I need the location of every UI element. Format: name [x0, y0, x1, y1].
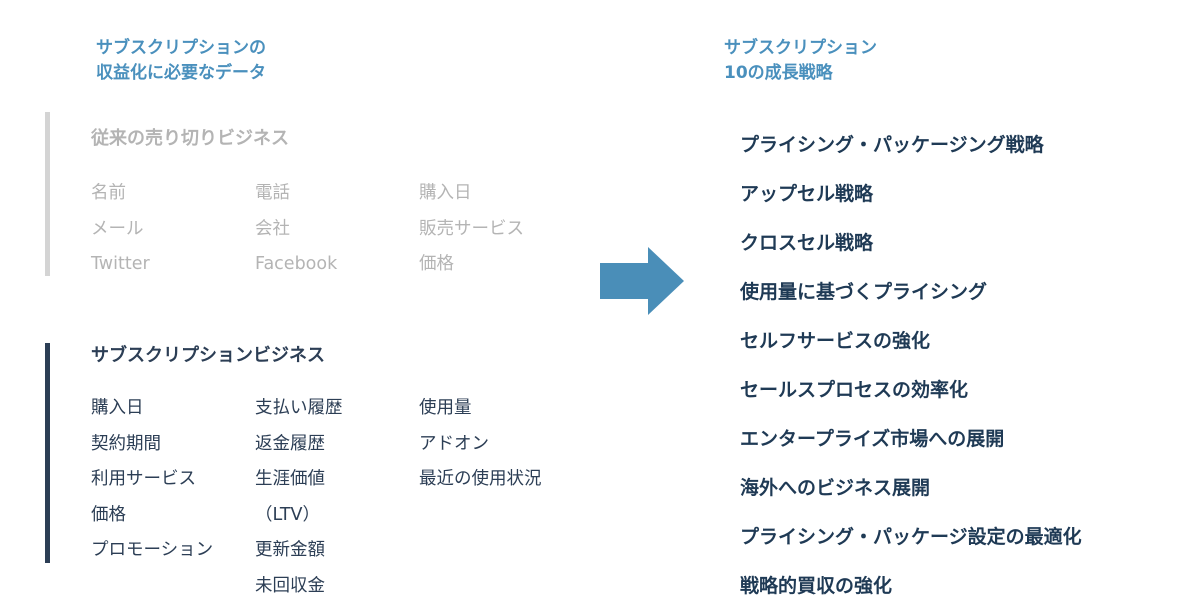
- left-heading: サブスクリプションの 収益化に必要なデータ: [96, 36, 266, 86]
- traditional-data-grid: 名前 メール Twitter 電話 会社 Facebook 購入日 販売サービス…: [91, 176, 583, 283]
- subscription-item: 使用量: [419, 398, 472, 418]
- subscription-title: サブスクリプションビジネス: [91, 345, 325, 366]
- left-heading-line2: 収益化に必要なデータ: [96, 63, 266, 83]
- left-heading-line1: サブスクリプションの: [96, 38, 266, 58]
- subscription-item: 利用サービス: [91, 469, 196, 489]
- strategy-item: 使用量に基づくプライシング: [740, 281, 988, 303]
- traditional-item: Facebook: [255, 254, 338, 274]
- right-heading-line1: サブスクリプション: [724, 38, 877, 58]
- traditional-item: 名前: [91, 183, 126, 203]
- traditional-item: 購入日: [419, 183, 472, 203]
- traditional-column: 購入日 販売サービス 価格: [419, 176, 583, 283]
- subscription-item: 更新金額: [255, 540, 325, 560]
- subscription-item: 未回収金: [255, 575, 325, 596]
- subscription-item: アドオン: [419, 433, 489, 454]
- strategy-item: セールスプロセスの効率化: [740, 379, 969, 401]
- subscription-item: 最近の使用状況: [419, 469, 542, 489]
- traditional-accent-bar: [45, 112, 50, 276]
- traditional-title: 従来の売り切りビジネス: [91, 128, 289, 149]
- strategy-item: プライシング・パッケージング戦略: [740, 134, 1044, 156]
- subscription-column: 購入日 契約期間 利用サービス 価格 プロモーション: [91, 391, 255, 596]
- right-heading: サブスクリプション 10の成長戦略: [724, 36, 877, 86]
- subscription-item: 契約期間: [91, 433, 161, 454]
- subscription-column: 使用量 アドオン 最近の使用状況: [419, 391, 583, 596]
- traditional-item: メール: [91, 218, 144, 239]
- strategy-item: 戦略的買収の強化: [740, 575, 893, 596]
- traditional-item: 電話: [255, 183, 290, 203]
- traditional-item: 会社: [255, 218, 290, 239]
- subscription-item: 価格: [91, 504, 126, 525]
- subscription-item: 購入日: [91, 398, 144, 418]
- traditional-item: 価格: [419, 254, 454, 274]
- subscription-item: 支払い履歴: [255, 398, 343, 418]
- traditional-business-block: 従来の売り切りビジネス 名前 メール Twitter 電話 会社 Faceboo…: [45, 112, 583, 276]
- growth-strategy-list: プライシング・パッケージング戦略 アップセル戦略 クロスセル戦略 使用量に基づく…: [740, 121, 1082, 596]
- traditional-item: Twitter: [91, 254, 150, 274]
- right-heading-line2: 10の成長戦略: [724, 63, 833, 83]
- traditional-item: 販売サービス: [419, 218, 524, 239]
- subscription-item: 返金履歴: [255, 433, 325, 454]
- strategy-item: 海外へのビジネス展開: [740, 477, 931, 499]
- subscription-business-block: サブスクリプションビジネス 購入日 契約期間 利用サービス 価格 プロモーション…: [45, 343, 583, 596]
- strategy-item: クロスセル戦略: [740, 232, 874, 254]
- subscription-item: （LTV）: [255, 504, 321, 525]
- strategy-item: プライシング・パッケージ設定の最適化: [740, 526, 1082, 548]
- strategy-item: セルフサービスの強化: [740, 330, 931, 352]
- subscription-item: 生涯価値: [255, 469, 325, 489]
- traditional-column: 名前 メール Twitter: [91, 176, 255, 283]
- subscription-item: プロモーション: [91, 540, 214, 560]
- subscription-column: 支払い履歴 返金履歴 生涯価値 （LTV） 更新金額 未回収金: [255, 391, 419, 596]
- subscription-data-grid: 購入日 契約期間 利用サービス 価格 プロモーション 支払い履歴 返金履歴 生涯…: [91, 391, 583, 596]
- traditional-column: 電話 会社 Facebook: [255, 176, 419, 283]
- strategy-item: エンタープライズ市場への展開: [740, 428, 1005, 450]
- subscription-accent-bar: [45, 343, 50, 563]
- strategy-item: アップセル戦略: [740, 183, 874, 205]
- right-arrow-icon: [600, 247, 684, 315]
